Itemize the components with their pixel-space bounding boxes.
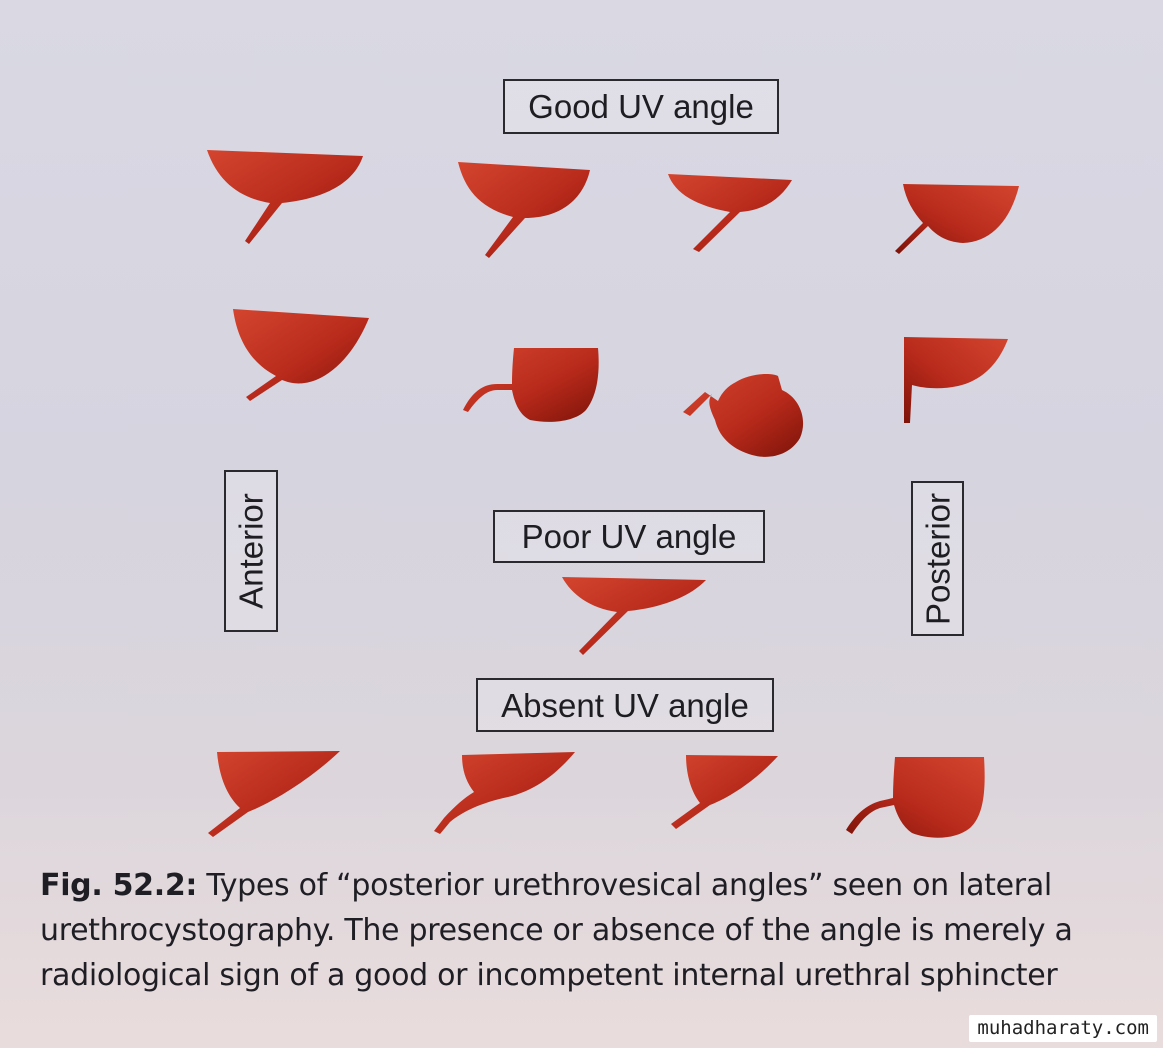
bladder-absent-1: [208, 751, 340, 837]
figure-number: Fig. 52.2:: [40, 868, 198, 903]
bladder-row2-3: [683, 374, 804, 457]
good-uv-angle-label: Good UV angle: [503, 79, 779, 134]
bladder-good-1: [207, 150, 363, 244]
caption-text: Types of “posterior urethrovesical angle…: [40, 868, 1073, 993]
posterior-label-box: Posterior: [911, 481, 964, 636]
anterior-label: Anterior: [232, 493, 270, 609]
bladder-row2-4: [904, 337, 1008, 423]
watermark: muhadharaty.com: [969, 1015, 1157, 1042]
anterior-label-box: Anterior: [224, 470, 278, 632]
bladder-poor: [562, 577, 706, 655]
bladder-absent-3: [671, 755, 778, 829]
figure-caption: Fig. 52.2: Types of “posterior urethrove…: [40, 863, 1130, 998]
bladder-absent-2: [434, 752, 575, 834]
bladder-good-3: [668, 174, 792, 252]
posterior-label: Posterior: [919, 492, 956, 625]
bladder-good-2: [458, 162, 590, 258]
bladder-row2-2: [463, 348, 599, 422]
bladder-row2-1: [233, 309, 369, 401]
poor-uv-angle-label: Poor UV angle: [493, 510, 765, 563]
bladder-good-4: [895, 184, 1019, 254]
absent-uv-angle-label: Absent UV angle: [476, 678, 774, 732]
bladder-absent-4: [846, 757, 985, 838]
